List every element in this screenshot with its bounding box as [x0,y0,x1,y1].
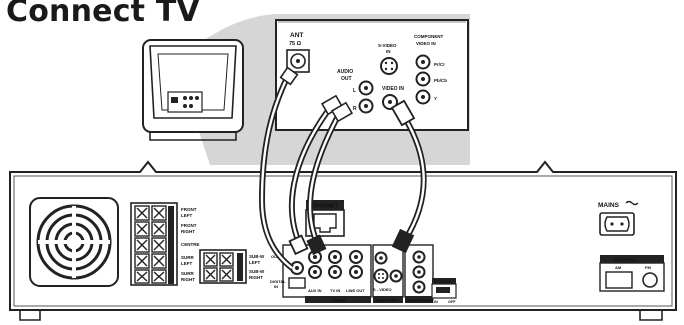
pscan-off-label: OFF [448,300,456,304]
coax-out-label: OUT [271,254,280,259]
ant-ohm-label: 75 Ω [289,41,302,47]
front-left-label-2: LEFT [181,213,192,218]
mains-socket [599,212,635,236]
fm-label: FM [645,265,651,270]
surr-left-label-2: LEFT [181,261,192,266]
video-out-bar-label: VIDEO OUT [375,298,399,303]
surr-right-label-2: RIGHT [181,277,195,282]
page-title: Connect TV [6,0,200,29]
ant-jack [286,49,310,73]
front-right-label-1: FRONT [181,223,197,228]
pr-cr-label: Pr/Cr [434,62,445,67]
digital-in-label-1: DIGITAL [270,279,286,284]
pb-cb-label: Pb/Cb [434,78,447,83]
speaker-terminals [130,202,178,286]
digital-in-label-2: IN [274,284,278,289]
subw-right-label-1: SUB-W [249,269,265,274]
tv-illustration [142,39,244,141]
antenna-block [599,255,665,292]
svideo-label-2: IN [386,49,391,54]
ac-wave-icon [625,200,639,206]
surr-left-label-1: SURR [181,255,195,260]
line-out-label: LINE OUT [346,288,365,293]
audio-out-label-1: AUDIO [337,69,353,75]
audio-cable [288,94,354,256]
svideo-out-label: S - VIDEO [373,287,392,292]
svideo-label-1: S-VIDEO [378,43,397,48]
ant-label: ANT [290,32,303,39]
component-pb-jack [415,71,431,87]
audio-out-r-jack [358,98,374,114]
audio-jack-block [282,244,372,303]
aux-in-label: AUX IN [308,288,322,293]
fan-grille [29,197,119,287]
tv-in-label: TV IN [330,288,340,293]
component-label-2: VIDEO IN [416,41,436,46]
am-label: AM [615,265,622,270]
audio-out-label-2: OUT [341,76,352,82]
mains-label: MAINS [598,202,620,209]
component-y-jack [415,89,431,105]
video-cable [390,99,427,254]
audio-out-l-jack [358,80,374,96]
subw-right-label-2: RIGHT [249,275,263,280]
subwoofer-terminals [199,249,247,284]
antenna-cable [258,66,299,271]
audio-bar-label: AUDIO [331,298,346,303]
front-left-label-1: FRONT [181,207,197,212]
audio-r-label: R [353,106,357,112]
pscan-label: P-SCAN [434,279,450,284]
audio-l-label: L [353,88,356,94]
ethernet-label: ETHERNET [311,204,338,210]
pscan-on-label: ON [432,300,438,304]
subw-left-label-2: LEFT [249,260,260,265]
component-label-1: COMPONENT [414,34,444,39]
component-bar-label: COMPONENT [406,298,434,303]
antenna-label: ANTENNA [614,258,637,263]
svideo-in-jack [380,57,398,75]
video-in-jack [382,94,398,110]
subw-left-label-1: SUB-W [249,254,265,259]
front-right-label-2: RIGHT [181,229,195,234]
video-in-label: VIDEO IN [382,86,404,92]
pscan-switch [431,278,457,299]
component-pr-jack [415,54,431,70]
centre-label: CENTRE [181,242,200,247]
video-out-block [372,244,404,303]
y-label: Y [434,96,437,101]
component-out-block [404,244,434,303]
surr-right-label-1: SURR [181,271,195,276]
